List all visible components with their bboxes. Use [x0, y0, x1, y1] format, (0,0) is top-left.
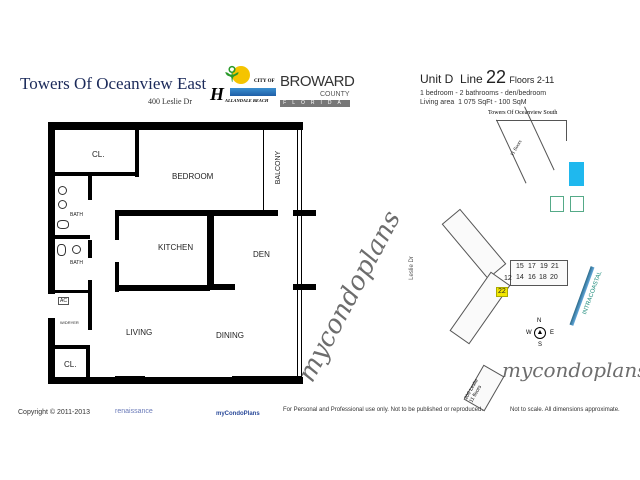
south-tower-label: Towers Of Oceanview South [488, 110, 558, 116]
floors: Floors 2-11 [509, 75, 555, 85]
unit-heading: Unit D Line 22 Floors 2-11 [420, 66, 554, 91]
bath1-label: BATH [70, 212, 83, 218]
copyright: Copyright © 2011-2013 [18, 409, 90, 416]
building-address: 400 Leslie Dr [148, 97, 192, 106]
unit-20: 20 [550, 274, 558, 281]
balcony-label: BALCONY [275, 150, 283, 185]
bath2-label: BATH [70, 260, 83, 266]
highlighted-unit: 22 [496, 287, 508, 297]
watermark-keyplan: mycondoplans [502, 358, 640, 382]
unit-14: 14 [516, 274, 524, 281]
line-label: Line [460, 72, 483, 86]
unit-name: Unit D [420, 72, 454, 86]
closet-top-label: CL. [92, 150, 105, 159]
bedroom-label: BEDROOM [172, 172, 214, 181]
floor-plan: CL. BEDROOM BALCONY BATH BATH KITCHEN DE… [0, 0, 330, 400]
ac-label: AC [58, 297, 69, 305]
unit-area: Living area 1 075 SqFt - 100 SqM [420, 99, 527, 106]
dining-label: DINING [216, 331, 244, 340]
unit-19: 19 [540, 263, 548, 270]
closet-bottom-label: CL. [64, 360, 77, 369]
den-label: DEN [253, 250, 270, 259]
renaissance-logo: renaissance [115, 408, 153, 415]
usage-notice: For Personal and Professional use only. … [283, 407, 484, 413]
laundry-label: W/DRYER [60, 320, 79, 325]
line-number: 22 [486, 67, 507, 87]
street-label: Leslie Dr [408, 256, 415, 280]
broward-logo: BROWARD COUNTY FLORIDA [280, 73, 355, 107]
mycondoplans-logo: myCondoPlans [216, 411, 260, 417]
unit-17: 17 [528, 263, 536, 270]
unit-12: 12 [504, 275, 512, 282]
living-label: LIVING [126, 328, 153, 337]
unit-18: 18 [539, 274, 547, 281]
disclaimer: Not to scale. All dimensions approximate… [510, 407, 620, 413]
unit-15: 15 [516, 263, 524, 270]
key-plan: Towers Of Oceanview South 11 floors Lesl… [400, 100, 640, 412]
compass-icon: N S W E ▲ [526, 318, 555, 348]
pool [569, 162, 584, 186]
unit-description: 1 bedroom - 2 bathrooms - den/bedroom [420, 90, 547, 97]
unit-16: 16 [528, 274, 536, 281]
building-title: Towers Of Oceanview East [20, 74, 207, 93]
kitchen-label: KITCHEN [158, 243, 194, 252]
unit-21: 21 [551, 263, 559, 270]
hallandale-logo: ⚘ CITY OF H ALLANDALE BEACH [210, 62, 276, 104]
